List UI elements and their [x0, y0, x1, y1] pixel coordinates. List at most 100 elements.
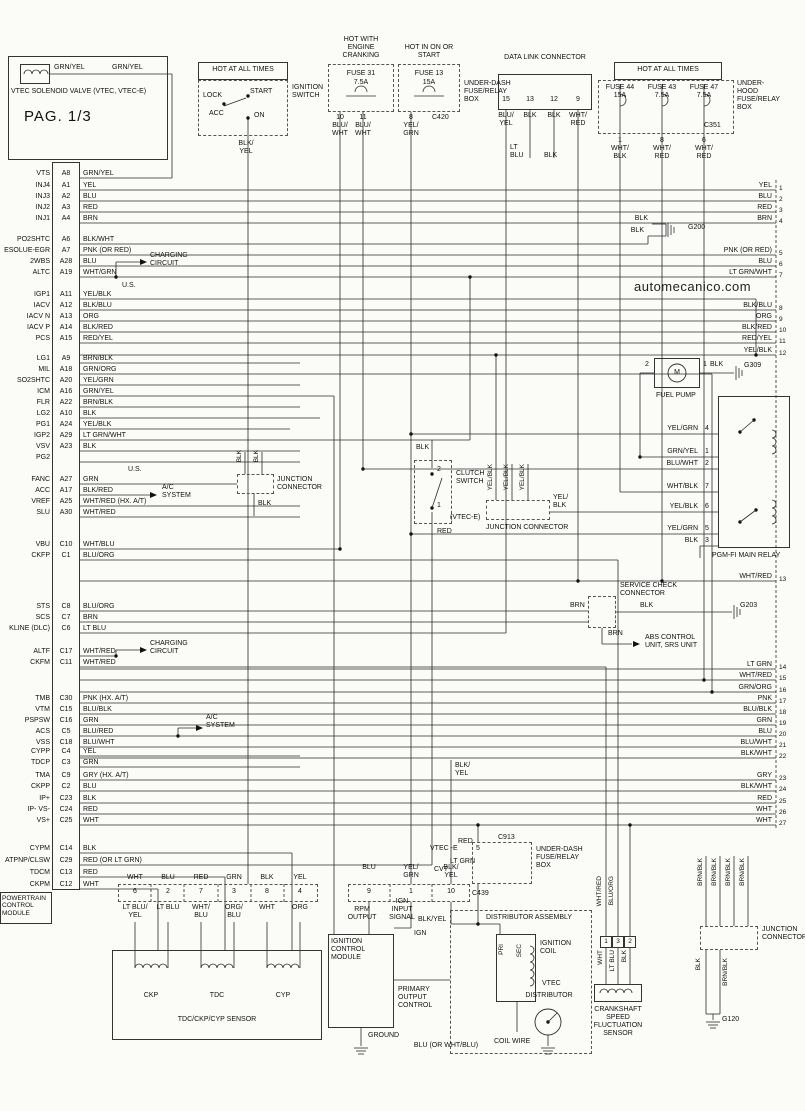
dlc-wire-blk: BLK — [544, 152, 558, 159]
icm-box — [328, 934, 394, 1028]
jc3-wire: BRN/BLK — [739, 858, 746, 886]
right-wire-number: 27 — [779, 820, 787, 827]
right-wire-number: 18 — [779, 709, 787, 716]
icm-primary-output: PRIMARY OUTPUT CONTROL — [398, 986, 433, 1010]
dlc-pin-wire: BLK — [547, 112, 561, 119]
right-wire-number: 25 — [779, 798, 787, 805]
underhood-fuse-name: FUSE 47 — [689, 84, 719, 91]
icm-rpm-output: RPM OUTPUT — [347, 906, 377, 922]
pcm-row-wire: WHT/BLU — [83, 541, 115, 548]
service-wire-brn: BRN — [570, 602, 585, 609]
pcm-row-pin: A10 — [59, 410, 73, 417]
ground-g200: G200 — [688, 224, 706, 231]
data-link-connector-box — [498, 74, 592, 110]
ignition-coil-label: IGNITION COIL — [540, 940, 572, 956]
pcm-bottom-strip2 — [348, 884, 470, 902]
right-wire-number: 12 — [779, 350, 787, 357]
right-wire-label: BLK/RED — [742, 324, 772, 331]
underdash-box-label: UNDER-DASH FUSE/RELAY BOX — [464, 80, 511, 104]
strip1-wire-below: ORG — [292, 904, 308, 911]
pcm-row-wire: YEL/GRN — [83, 377, 114, 384]
jc3-brnblk-wire: BRN/BLK — [722, 958, 729, 986]
fuse13-name: FUSE 13 — [414, 70, 444, 77]
icm-label: IGNITION CONTROL MODULE — [331, 938, 365, 962]
pcm-row-pin: A1 — [61, 182, 71, 189]
pcm-row-pin: C2 — [61, 783, 71, 790]
pcm-row-wire: BLK — [83, 795, 97, 802]
pcm-connector-box — [52, 162, 80, 890]
relay-pin-number: 1 — [705, 448, 709, 455]
right-wire-number: 4 — [779, 218, 783, 225]
fuse13-header: HOT IN ON OR START — [404, 44, 454, 60]
dlc-pin-number: 12 — [550, 96, 558, 103]
right-wire-label: BRN — [757, 215, 772, 222]
dlc-pin-wire: BLU/ YEL — [498, 112, 514, 128]
connector-c913: C913 — [498, 834, 515, 841]
vtec-solenoid-label: VTEC SOLENOID VALVE (VTEC, VTEC-E) — [11, 88, 147, 95]
pcm-row-wire: GRN/YEL — [83, 170, 114, 177]
pcm-row-pin: C1 — [61, 552, 71, 559]
pcm-row-name: SO2SHTC — [16, 377, 50, 384]
strip1-pin: 2 — [166, 888, 170, 895]
pcm-row-name: ICM — [37, 388, 50, 395]
jc3-wire: BRN/BLK — [697, 858, 704, 886]
cksf-sensor-box — [594, 984, 642, 1002]
right-wire-number: 20 — [779, 731, 787, 738]
jc3-wire: BRN/BLK — [711, 858, 718, 886]
sensor-coil-label: CYP — [275, 992, 291, 999]
pcm-row-name: VSV — [35, 443, 50, 450]
tdc-ckp-cyp-sensor-box — [112, 950, 322, 1040]
clutch-pin2: 2 — [437, 466, 441, 473]
pcm-row-pin: A25 — [59, 498, 73, 505]
clutch-switch-box — [414, 460, 452, 524]
clutch-vtec-e: (VTEC-E) — [450, 514, 481, 521]
dlc-wire-ltblu: LT BLU — [510, 144, 524, 160]
pcm-row-wire: YEL — [83, 182, 97, 189]
pcm-row-wire: LT GRN/WHT — [83, 432, 126, 439]
vtec-wire2: GRN/YEL — [112, 64, 143, 71]
pcm-row-wire: WHT — [83, 817, 99, 824]
relay-pin-wire: YEL/GRN — [667, 425, 698, 432]
cksf-bottom-wire: LT BLU — [609, 950, 616, 972]
pcm-row-pin: A24 — [59, 421, 73, 428]
g200-wire2: BLK — [630, 227, 644, 234]
pcm-row-wire: BLU/ORG — [83, 603, 115, 610]
pcm-row-wire: BRN — [83, 215, 98, 222]
pcm-row-pin: A15 — [59, 335, 73, 342]
right-wire-label: GRN/ORG — [738, 684, 772, 691]
distributor-assembly-label: DISTRIBUTOR ASSEMBLY — [486, 914, 573, 921]
pcm-row-pin: A16 — [59, 388, 73, 395]
pcm-row-wire: RED — [83, 869, 98, 876]
jc3-wire: BRN/BLK — [725, 858, 732, 886]
pcm-row-name: VSS — [35, 739, 50, 746]
vtec-solenoid-box — [8, 56, 168, 160]
pcm-row-name: KLINE (DLC) — [9, 625, 50, 632]
pcm-row-name: VREF — [31, 498, 50, 505]
pcm-row-name: STS — [36, 603, 50, 610]
underhood-fuse-pin: 6 — [702, 137, 706, 144]
dlc-pin-number: 15 — [502, 96, 510, 103]
pcm-row-wire: PNK (HX. A/T) — [83, 695, 129, 702]
pcm-row-wire: RED — [83, 204, 98, 211]
icm-ign2: IGN — [414, 930, 427, 937]
cksf-label: CRANKSHAFT SPEED FLUCTUATION SENSOR — [593, 1006, 643, 1038]
right-wire-number: 13 — [779, 576, 787, 583]
pcm-row-pin: A6 — [61, 236, 71, 243]
pcm-row-pin: C9 — [61, 772, 71, 779]
right-wire-label: LT GRN/WHT — [729, 269, 772, 276]
clutch-top-wire: BLK — [416, 444, 430, 451]
underdash2-box-label: UNDER-DASH FUSE/RELAY BOX — [536, 846, 583, 870]
pcm-row-wire: GRN — [83, 476, 99, 483]
pcm-row-pin: C11 — [59, 659, 73, 666]
pcm-row-name: IACV P — [27, 324, 50, 331]
blk-yel-wire-label: BLK/ YEL — [455, 762, 471, 778]
pcm-row-pin: C10 — [59, 541, 73, 548]
pcm-row-wire: BLU/BLK — [83, 706, 112, 713]
main-relay-box — [718, 396, 790, 548]
right-wire-number: 24 — [779, 786, 787, 793]
pcm-row-pin: A12 — [59, 302, 73, 309]
relay-pin-number: 6 — [705, 503, 709, 510]
us-note1: U.S. — [122, 282, 136, 289]
ground-g203: G203 — [740, 602, 758, 609]
